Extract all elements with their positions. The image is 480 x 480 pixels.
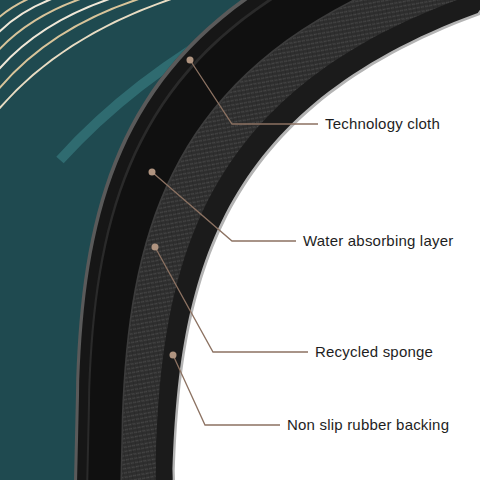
leader-lines (152, 60, 318, 425)
callout-label: Non slip rubber backing (285, 416, 451, 434)
callout-label: Technology cloth (323, 115, 442, 133)
callout-label: Water absorbing layer (301, 232, 455, 250)
surface-pattern (0, 0, 330, 170)
callout-label: Recycled sponge (313, 343, 435, 361)
leader-dots (149, 57, 194, 359)
